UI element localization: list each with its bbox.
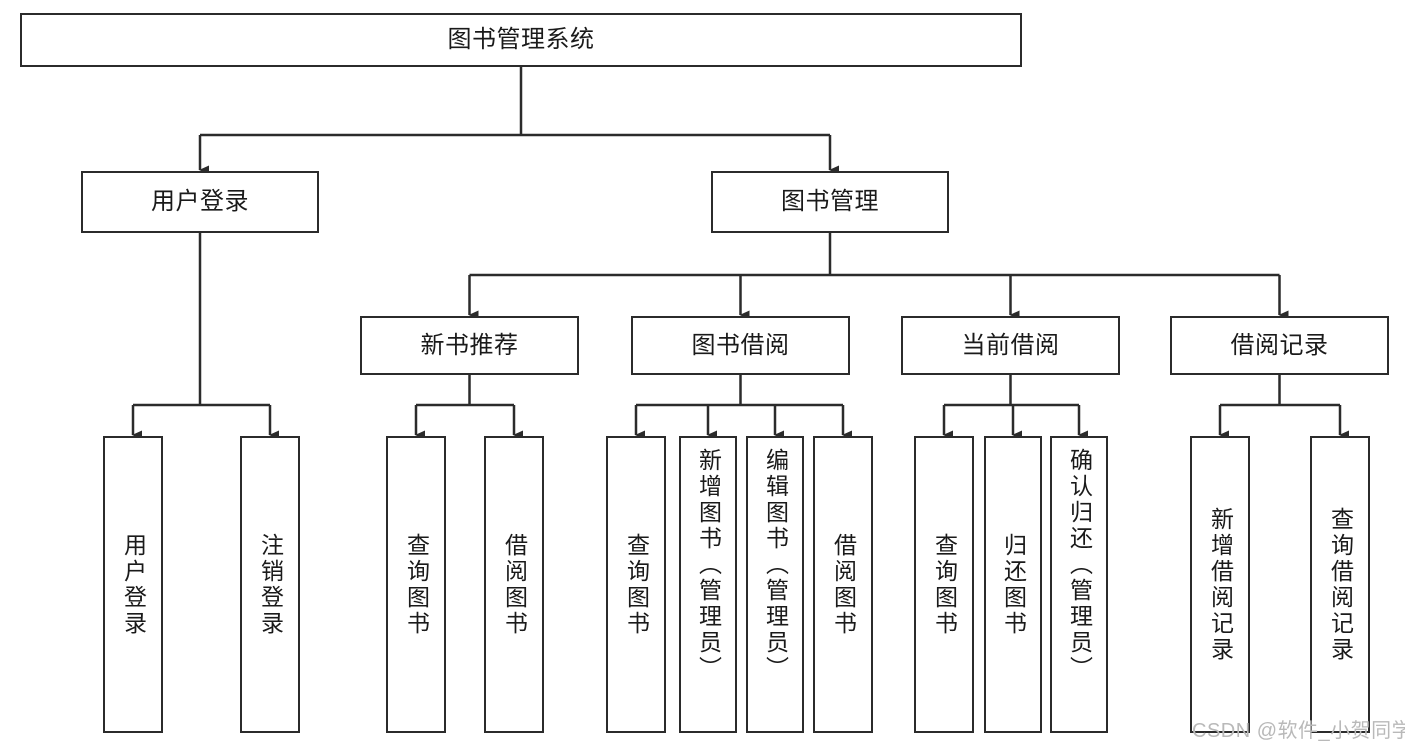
node-current-borrow[interactable]: 当前借阅	[901, 316, 1120, 375]
edges-group	[131, 67, 1349, 440]
node-root[interactable]: 图书管理系统	[20, 13, 1022, 67]
node-leaf-bb-edit[interactable]: 编辑图书（管理员）	[746, 436, 804, 733]
node-label: 新书推荐	[420, 331, 519, 359]
node-label: 用户登录	[120, 532, 147, 637]
node-leaf-cb-return[interactable]: 归还图书	[984, 436, 1042, 733]
node-book-borrow[interactable]: 图书借阅	[631, 316, 850, 375]
node-leaf-bb-borrow[interactable]: 借阅图书	[813, 436, 873, 733]
node-leaf-cb-confirm[interactable]: 确认归还（管理员）	[1050, 436, 1108, 733]
node-leaf-br-add[interactable]: 新增借阅记录	[1190, 436, 1250, 733]
node-label: 归还图书	[1000, 532, 1027, 637]
node-label: 新增借阅记录	[1207, 506, 1234, 663]
node-leaf-br-query[interactable]: 查询借阅记录	[1310, 436, 1370, 733]
node-label: 图书管理系统	[447, 26, 595, 54]
node-leaf-rec-query[interactable]: 查询图书	[386, 436, 446, 733]
node-leaf-bb-add[interactable]: 新增图书（管理员）	[679, 436, 737, 733]
node-label: 借阅图书	[501, 532, 528, 637]
node-label: 图书管理	[781, 188, 879, 216]
node-new-book-rec[interactable]: 新书推荐	[360, 316, 579, 375]
node-label: 查询图书	[403, 532, 430, 637]
node-label: 确认归还（管理员）	[1066, 448, 1093, 682]
node-label: 编辑图书（管理员）	[762, 448, 789, 682]
node-label: 图书借阅	[691, 331, 790, 359]
node-leaf-user-login[interactable]: 用户登录	[103, 436, 163, 733]
node-leaf-rec-borrow[interactable]: 借阅图书	[484, 436, 544, 733]
node-leaf-cb-query[interactable]: 查询图书	[914, 436, 974, 733]
node-label: 查询图书	[931, 532, 958, 637]
node-label: 用户登录	[151, 188, 249, 216]
node-label: 借阅图书	[830, 532, 857, 637]
node-label: 注销登录	[257, 532, 284, 637]
node-label: 新增图书（管理员）	[695, 448, 722, 682]
node-label: 查询借阅记录	[1327, 506, 1354, 663]
node-user-login[interactable]: 用户登录	[81, 171, 319, 233]
node-label: 当前借阅	[961, 331, 1060, 359]
node-leaf-logout[interactable]: 注销登录	[240, 436, 300, 733]
node-label: 借阅记录	[1230, 331, 1329, 359]
node-borrow-record[interactable]: 借阅记录	[1170, 316, 1389, 375]
node-label: 查询图书	[623, 532, 650, 637]
node-book-manage[interactable]: 图书管理	[711, 171, 949, 233]
node-leaf-bb-query[interactable]: 查询图书	[606, 436, 666, 733]
